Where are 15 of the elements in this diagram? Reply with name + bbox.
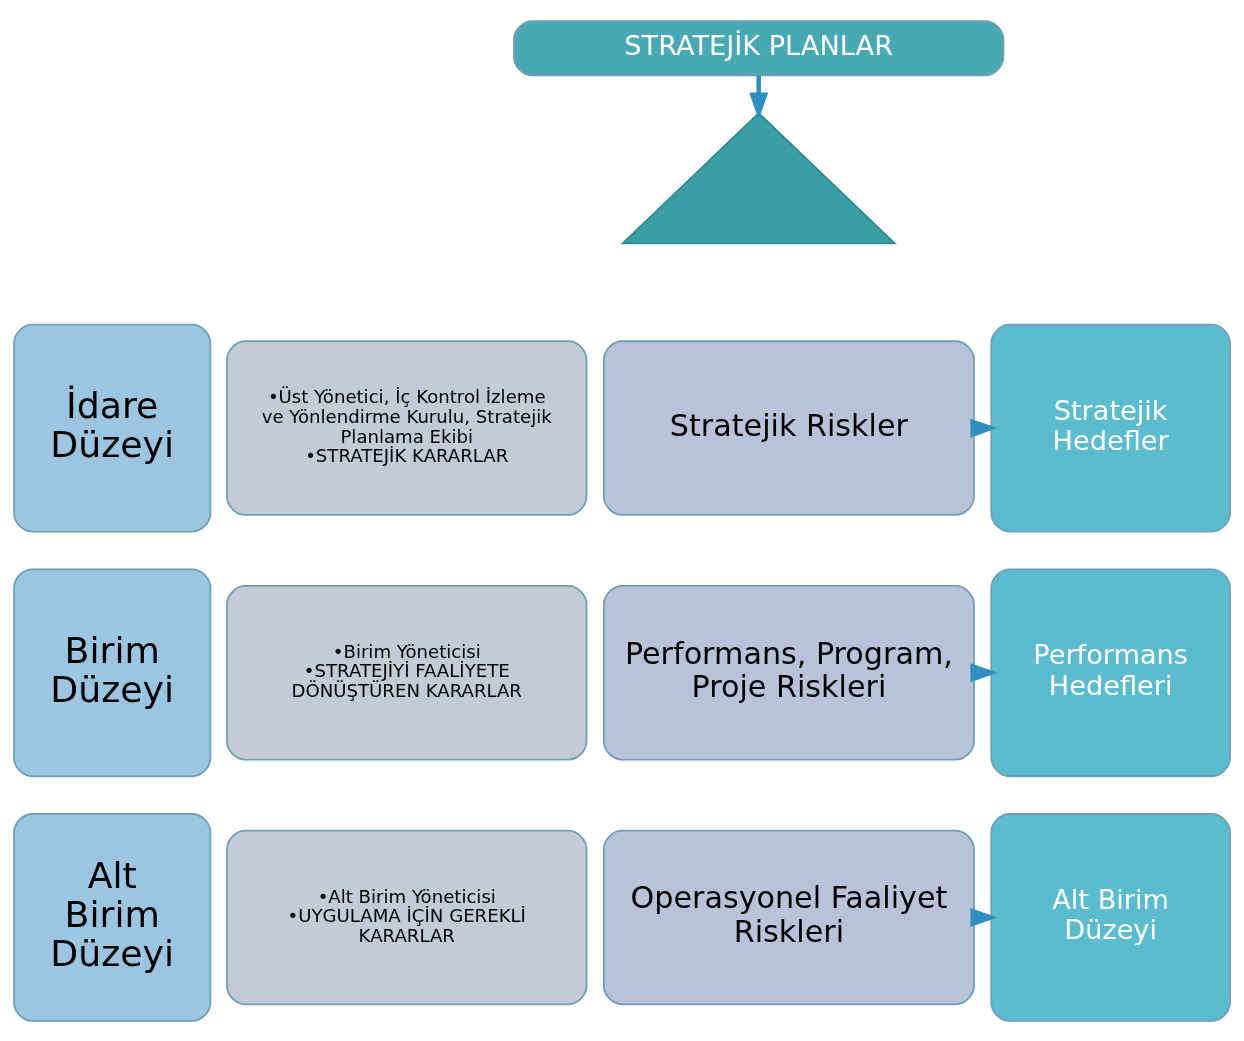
node-box: •Üst Yönetici, İç Kontrol İzleme ve Yönlendirme Kurulu, Stratejik Planlama Ekibi •STRATEJİK KARARLAR [226, 339, 588, 516]
arrow [749, 75, 769, 120]
node-box: Alt Birim Düzeyi [13, 812, 212, 1022]
node-triangle [620, 111, 897, 244]
node-box: STRATEJİK PLANLAR [513, 19, 1005, 76]
node-box: Alt Birim Düzeyi [990, 812, 1231, 1022]
node-box: Stratejik Hedefler [990, 323, 1231, 532]
node-box: Performans Hedefleri [990, 567, 1231, 777]
node-box: •Birim Yöneticisi •STRATEJİYİ FAALİYETE DÖNÜŞTÜREN KARARLAR [226, 584, 588, 761]
node-box: İdare Düzeyi [13, 323, 212, 532]
arrow [970, 418, 998, 438]
node-box: Birim Düzeyi [13, 567, 212, 777]
node-box: •Alt Birim Yöneticisi •UYGULAMA İÇİN GEREKLİ KARARLAR [226, 829, 588, 1005]
arrow [970, 662, 998, 682]
arrow [970, 907, 998, 927]
